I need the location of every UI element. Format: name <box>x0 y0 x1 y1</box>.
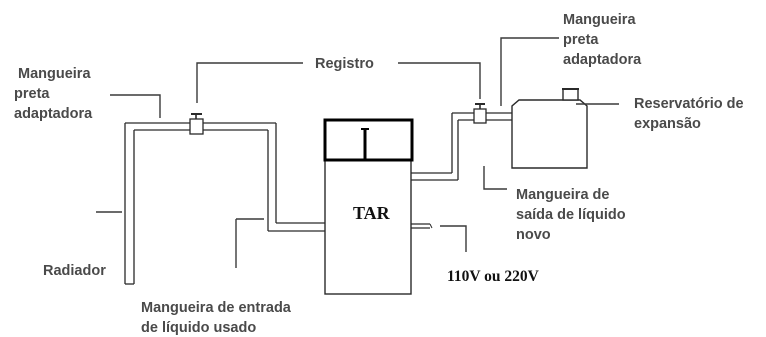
register-label: Registro <box>315 56 374 72</box>
outlet-hose-label-line2: saída de líquido <box>516 207 626 223</box>
left-register-valve <box>189 113 204 135</box>
hose-left-label-line1: Mangueira <box>18 66 91 82</box>
inlet-hose <box>267 123 325 232</box>
hose-right-label-line3: adaptadora <box>563 52 642 68</box>
hose-left-label-line3: adaptadora <box>14 106 93 122</box>
tar-unit <box>323 118 414 295</box>
inlet-hose-label-line2: de líquido usado <box>141 320 256 336</box>
radiator-label: Radiador <box>43 263 106 279</box>
voltage-label: 110V ou 220V <box>447 268 540 285</box>
expansion-reservoir <box>511 88 588 169</box>
leader-lines <box>96 37 619 268</box>
right-register-valve <box>473 103 487 124</box>
reservoir-label-line1: Reservatório de <box>634 96 744 112</box>
outlet-hose-label-line3: novo <box>516 227 551 243</box>
hose-right-label-line1: Mangueira <box>563 12 636 28</box>
radiator <box>124 123 135 285</box>
hose-right-label-line2: preta <box>563 32 599 48</box>
outlet-hose-label-line1: Mangueira de <box>516 187 609 203</box>
tar-label: TAR <box>353 203 391 223</box>
inlet-hose-label-line1: Mangueira de entrada <box>141 300 292 316</box>
hose-left-label-line2: preta <box>14 86 50 102</box>
power-cord <box>411 223 433 229</box>
outlet-hose <box>411 112 512 181</box>
reservoir-label-line2: expansão <box>634 116 701 132</box>
